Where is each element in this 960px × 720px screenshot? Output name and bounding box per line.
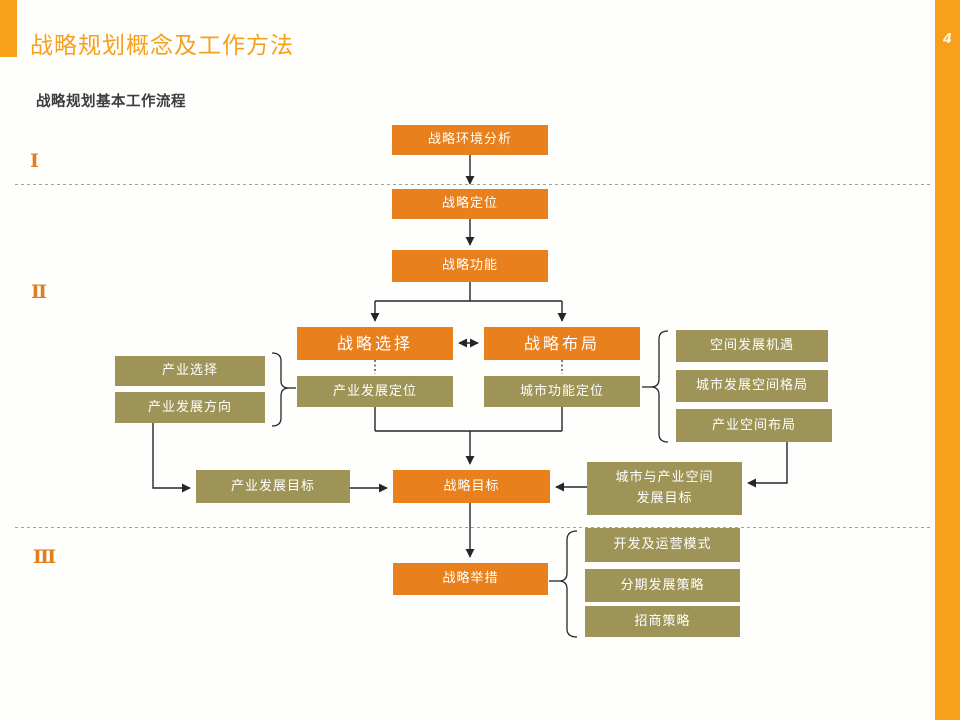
flow-node-industry-development-direction: 产业发展方向	[115, 392, 265, 423]
flow-node-development-operation-model: 开发及运营模式	[585, 528, 740, 562]
flow-node-city-industry-space-goal: 城市与产业空间发展目标	[587, 462, 742, 515]
flow-node-strategy-choice: 战略选择	[297, 327, 453, 360]
title-accent-bar	[0, 0, 17, 57]
flow-node-strategy-goal: 战略目标	[393, 470, 550, 503]
flow-node-industry-space-layout: 产业空间布局	[676, 409, 832, 442]
phase-numeral-2: Ⅱ	[31, 281, 48, 303]
flow-node-strategy-environment-analysis: 战略环境分析	[392, 125, 548, 155]
slide-subtitle: 战略规划基本工作流程	[36, 94, 186, 110]
page-number: 4	[942, 32, 953, 47]
flow-node-industry-development-goal: 产业发展目标	[196, 470, 350, 503]
phase-numeral-1: Ⅰ	[30, 150, 39, 172]
flow-node-space-development-opportunity: 空间发展机遇	[676, 330, 828, 362]
brace-space-group	[650, 330, 669, 443]
arrow-space-layout-to-city-goal	[747, 442, 788, 488]
right-sidebar-strip	[935, 0, 960, 720]
flow-node-city-space-pattern: 城市发展空间格局	[676, 370, 828, 402]
section-divider-1	[15, 184, 930, 185]
flow-node-strategy-positioning: 战略定位	[392, 189, 548, 219]
page-title: 战略规划概念及工作方法	[30, 33, 294, 59]
brace-industry-group	[271, 352, 290, 427]
flow-node-city-function-positioning: 城市功能定位	[484, 376, 640, 407]
flow-node-strategy-function: 战略功能	[392, 250, 548, 282]
section-divider-2	[15, 527, 930, 528]
flow-node-strategy-measures: 战略举措	[393, 563, 548, 595]
flow-node-phased-development-strategy: 分期发展策略	[585, 569, 740, 602]
flow-node-city-industry-space-goal-label: 城市与产业空间发展目标	[615, 470, 714, 506]
flow-node-industry-development-positioning: 产业发展定位	[297, 376, 453, 407]
flow-node-investment-strategy: 招商策略	[585, 606, 740, 637]
arrow-industry-dev-dir-to-goal	[152, 423, 191, 493]
flow-node-strategy-layout: 战略布局	[484, 327, 640, 360]
phase-numeral-3: Ⅲ	[33, 546, 57, 568]
flow-node-industry-choice: 产业选择	[115, 356, 265, 386]
brace-measures-group	[558, 530, 578, 638]
